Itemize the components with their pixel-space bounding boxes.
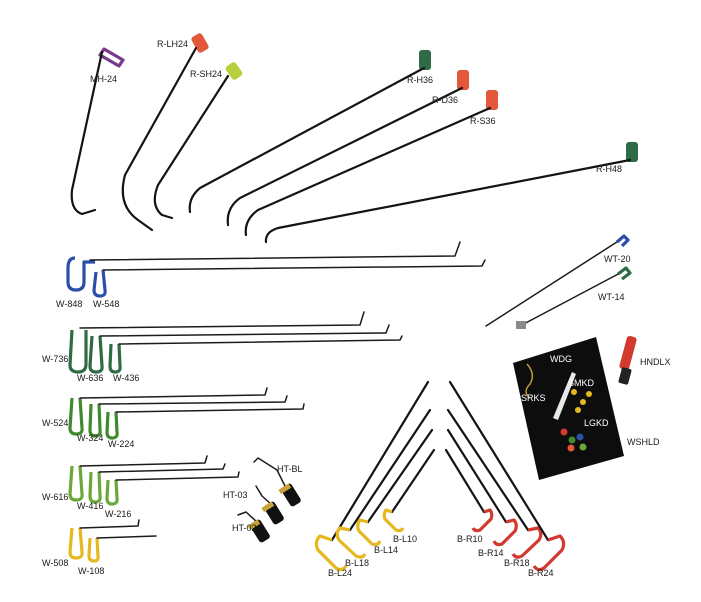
rod-rh48 [264,142,638,244]
tool-hndlx [618,335,637,385]
label-wdg: WDG [550,354,572,364]
rod-w324 [88,395,288,438]
label-br18: B-R18 [504,558,530,568]
rod-w616 [68,455,208,502]
label-ht03: HT-03 [223,490,248,500]
label-wt14: WT-14 [598,292,625,302]
label-br14: B-R14 [478,548,504,558]
rod-w216 [105,471,240,506]
tool-wshld-board [513,337,624,480]
rod-bl10 [382,448,436,533]
label-w324: W-324 [77,433,103,443]
rod-w736 [68,311,365,374]
label-bl18: B-L18 [345,558,369,568]
rod-rs36 [244,90,498,237]
rod-bl24 [314,380,430,572]
rod-w436 [108,335,403,374]
label-bl24: B-L24 [328,568,352,578]
label-br10: B-R10 [457,534,483,544]
label-hndlx: HNDLX [640,357,671,367]
rod-w416 [88,463,226,504]
label-smkd: SMKD [568,378,595,388]
rod-w108 [87,535,157,563]
rod-rh36 [188,50,431,214]
rod-w224 [105,403,305,440]
tool-ht02 [237,511,270,543]
label-rh36: R-H36 [407,75,433,85]
label-wshld: WSHLD [627,437,660,447]
rod-w848 [66,241,461,292]
label-w848: W-848 [56,299,82,309]
label-w508: W-508 [42,558,68,568]
rod-rsh24 [153,62,243,220]
rod-br18 [446,408,543,559]
label-rs36: R-S36 [470,116,496,126]
rod-rd36 [226,70,469,227]
rod-br14 [446,428,518,547]
tool-wt14 [516,266,632,329]
rod-br10 [444,448,494,533]
label-w616: W-616 [42,492,68,502]
rod-w508 [68,519,140,560]
label-w548: W-548 [93,299,119,309]
rod-mh24 [70,47,125,216]
label-rsh24: R-SH24 [190,69,222,79]
label-br24: B-R24 [528,568,554,578]
label-w416: W-416 [77,501,103,511]
rod-rlh24 [121,33,209,232]
label-bl14: B-L14 [374,545,398,555]
label-w736: W-736 [42,354,68,364]
label-rh48: R-H48 [596,164,622,174]
label-rd36: R-D36 [432,95,458,105]
label-w108: W-108 [78,566,104,576]
label-htbl: HT-BL [277,464,303,474]
rod-w548 [92,259,486,298]
label-mh24: MH-24 [90,74,117,84]
label-ht02: HT-02 [232,523,257,533]
label-w636: W-636 [77,373,103,383]
label-w524: W-524 [42,418,68,428]
label-lgkd: LGKD [584,418,609,428]
tool-ht03 [255,485,284,525]
tool-htbl [253,457,301,507]
label-srks: SRKS [521,393,546,403]
label-w224: W-224 [108,439,134,449]
rod-bl18 [335,408,432,559]
rod-w524 [68,387,268,436]
label-w216: W-216 [105,509,131,519]
label-wt20: WT-20 [604,254,631,264]
label-w436: W-436 [113,373,139,383]
tool-wt20 [485,234,630,327]
rod-br24 [448,380,566,572]
label-rlh24: R-LH24 [157,39,188,49]
label-bl10: B-L10 [393,534,417,544]
rod-w636 [88,324,390,374]
rod-bl14 [356,428,434,547]
